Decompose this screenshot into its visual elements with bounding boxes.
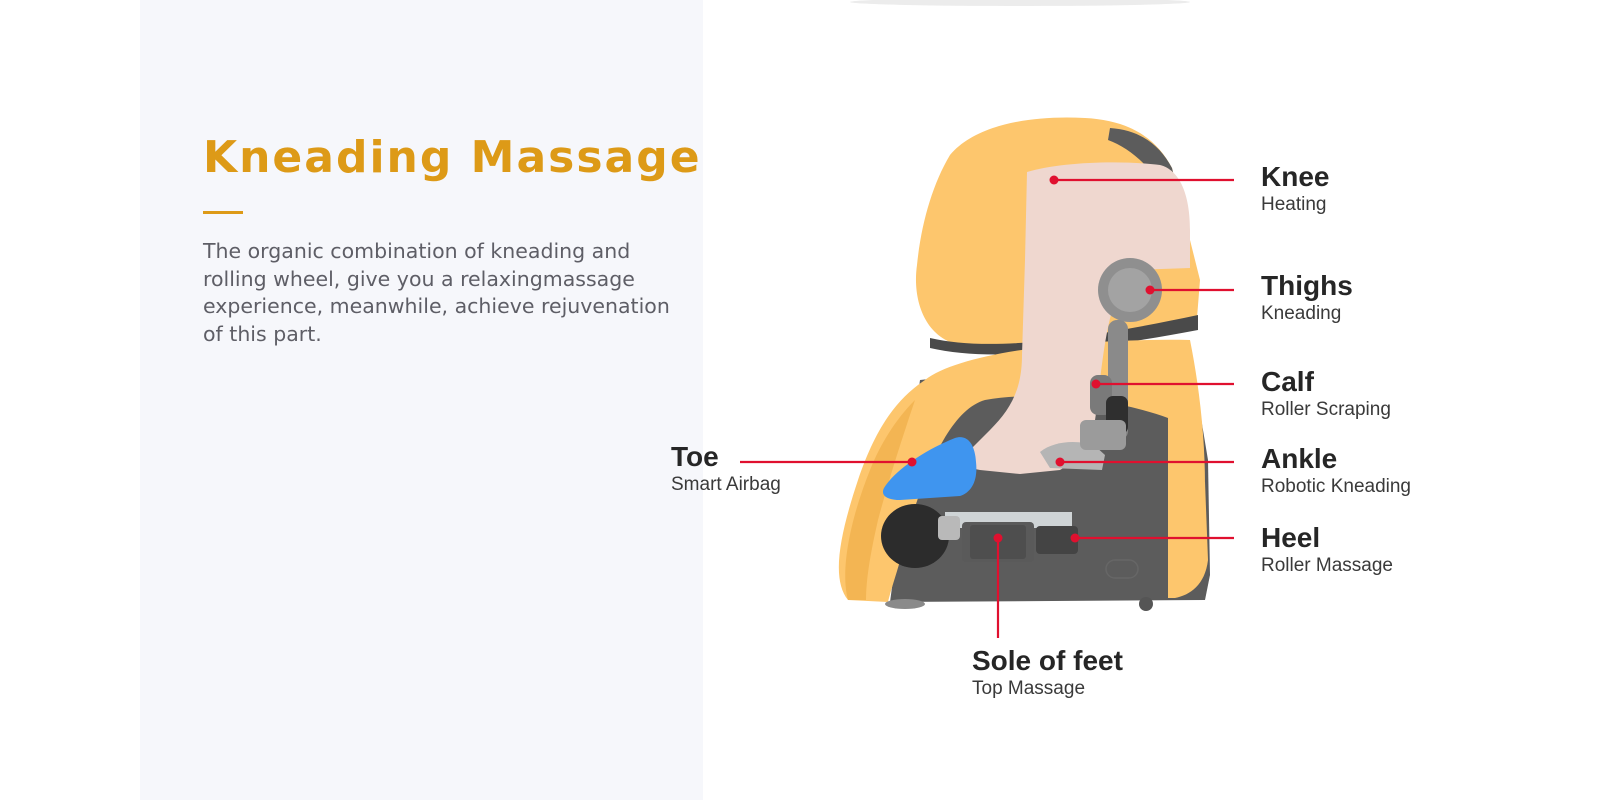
thigh-roller-core: [1108, 268, 1152, 312]
calf-callout-dot: [1091, 379, 1101, 389]
callout-heel: Heel Roller Massage: [1261, 522, 1393, 578]
sole-callout-dot: [993, 533, 1003, 543]
heel-callout-dot: [1070, 533, 1080, 543]
callout-ankle-function: Robotic Kneading: [1261, 476, 1411, 497]
callout-thighs: Thighs Kneading: [1261, 270, 1353, 326]
callout-toe: Toe Smart Airbag: [671, 441, 781, 497]
feature-description: The organic combination of kneading and …: [203, 239, 670, 346]
callout-toe-part: Toe: [671, 441, 719, 472]
ankle-bracket: [1080, 420, 1126, 450]
callout-knee: Knee Heating: [1261, 161, 1329, 217]
callout-heel-part: Heel: [1261, 522, 1321, 553]
callout-sole-part: Sole of feet: [972, 645, 1123, 676]
callout-knee-function: Heating: [1261, 194, 1327, 215]
callout-thighs-function: Kneading: [1261, 303, 1342, 324]
massager-lower-left-trim: [845, 400, 915, 600]
callout-sole: Sole of feet Top Massage: [972, 645, 1123, 701]
rear-wheel: [1139, 597, 1153, 611]
callout-calf: Calf Roller Scraping: [1261, 366, 1391, 422]
ankle-callout-dot: [1055, 457, 1065, 467]
left-panel: [140, 0, 703, 800]
callout-ankle-part: Ankle: [1261, 443, 1338, 474]
callout-thighs-part: Thighs: [1261, 270, 1353, 301]
toe-callout-dot: [907, 457, 917, 467]
massager-lower-shell: [838, 339, 1205, 602]
toe-airbag: [882, 437, 977, 500]
sole-bracket-left: [938, 516, 960, 540]
side-button-outline: [1105, 559, 1139, 579]
massager-seam: [930, 315, 1198, 355]
callout-ankle: Ankle Robotic Kneading: [1261, 443, 1411, 499]
thighs-callout-dot: [1145, 285, 1155, 295]
callout-knee-part: Knee: [1261, 161, 1330, 192]
front-wheel: [885, 599, 925, 609]
massager-side-panel: [1168, 482, 1208, 598]
top-shadow: [850, 0, 1190, 6]
callout-toe-function: Smart Airbag: [671, 474, 781, 495]
title-underline: [203, 211, 243, 214]
callout-calf-function: Roller Scraping: [1261, 399, 1391, 420]
knee-callout-dot: [1049, 175, 1059, 185]
callout-heel-function: Roller Massage: [1261, 555, 1393, 576]
heel-roller-left: [881, 504, 949, 568]
leg-silhouette: [950, 162, 1190, 474]
page-title: Kneading Massage: [203, 132, 702, 183]
heel-plate: [1036, 526, 1078, 554]
callout-calf-part: Calf: [1261, 366, 1314, 397]
callout-sole-function: Top Massage: [972, 678, 1086, 699]
